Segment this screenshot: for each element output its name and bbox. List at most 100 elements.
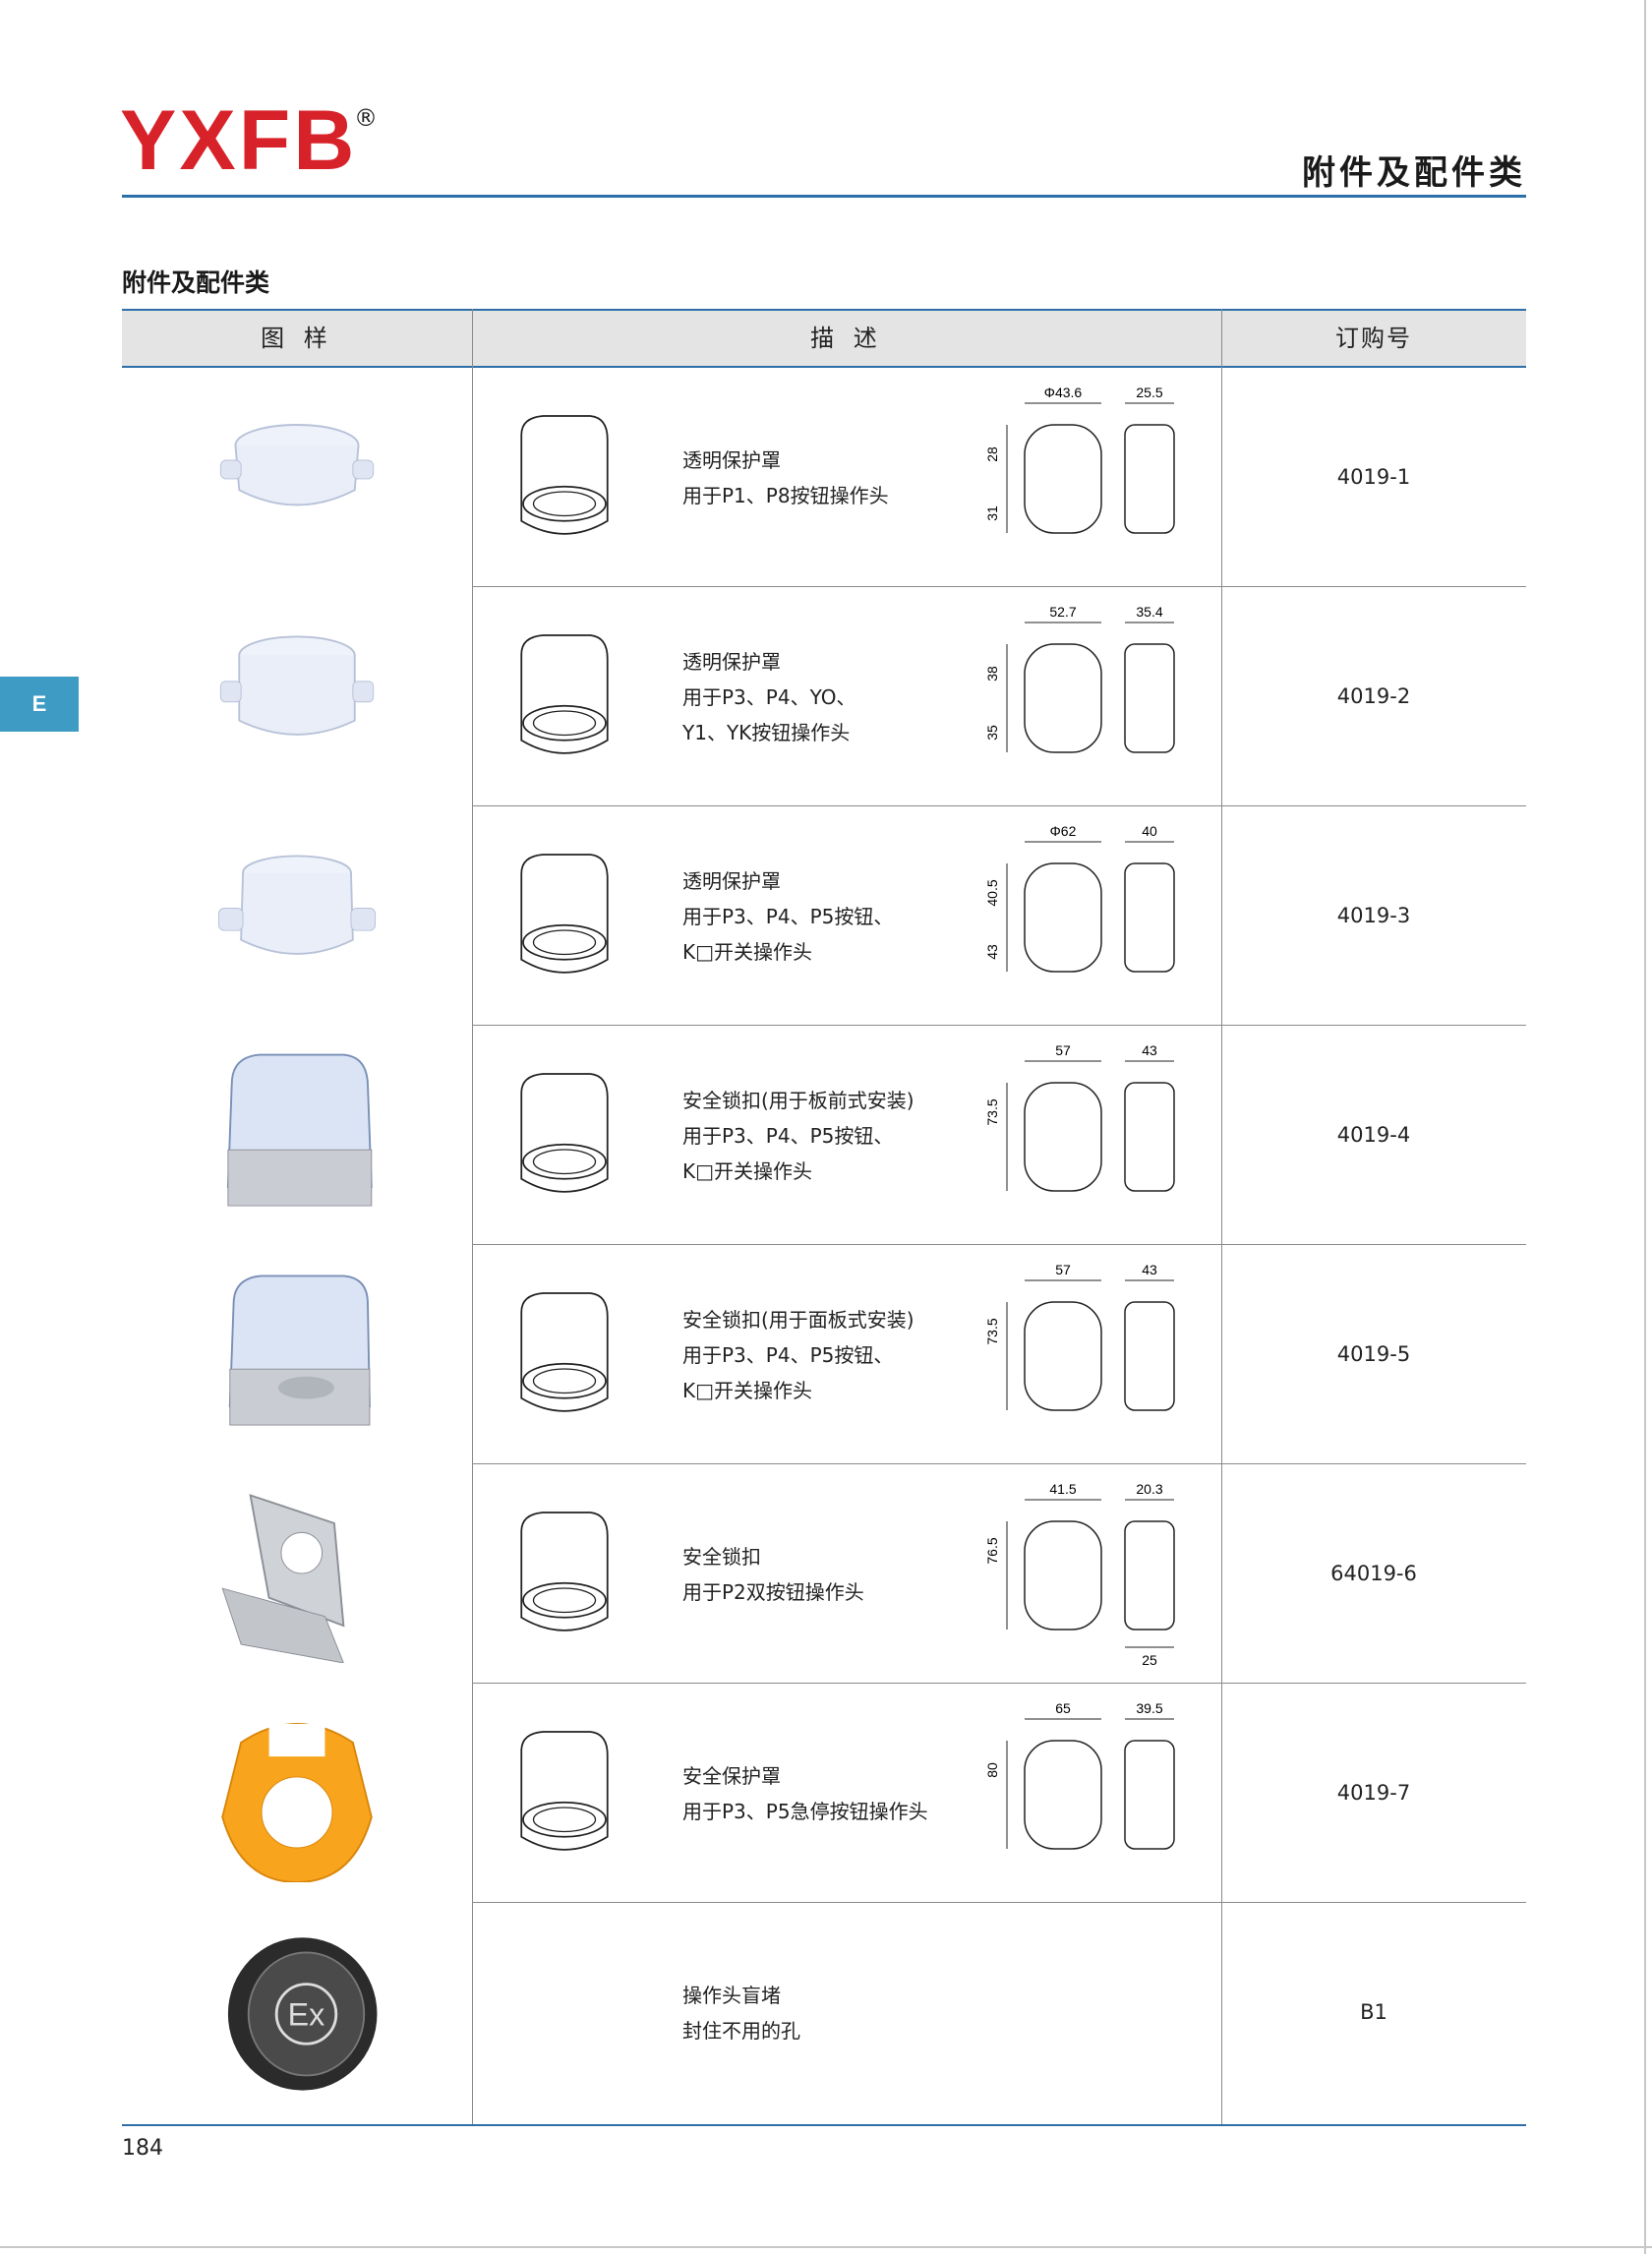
row-divider [472,586,1526,587]
product-description: 操作头盲堵封住不用的孔 [682,1903,968,2122]
dim-top-b: 39.5 [1136,1700,1162,1716]
dim-top-b: 40 [1142,823,1157,839]
page-number: 184 [122,2136,163,2161]
order-code: 4019-1 [1336,465,1411,489]
description-line: 用于P3、P5急停按钮操作头 [682,1799,928,1823]
product-sketch [496,1047,633,1224]
dim-top-a: 65 [1055,1700,1071,1716]
product-photo [208,828,385,1005]
product-sketch [496,389,633,566]
dim-top-b: 43 [1142,1042,1157,1058]
page-title: 附件及配件类 [1302,153,1526,193]
product-description: 安全锁扣(用于面板式安装)用于P3、P4、P5按钮、K□开关操作头 [682,1245,968,1464]
product-sketch [496,1705,633,1882]
product-description: 透明保护罩用于P3、P4、YO、 Y1、YK按钮操作头 [682,587,968,806]
description-line: 安全保护罩 [682,1763,781,1788]
page-edge-bottom [0,2246,1652,2248]
description-line: 安全锁扣(用于面板式安装) [682,1307,914,1332]
dimension-drawing: 57 43 73.5 [968,1253,1213,1456]
product-description: 透明保护罩用于P3、P4、P5按钮、K□开关操作头 [682,806,968,1026]
table-row: 安全锁扣(用于板前式安装) 用于P3、P4、P5按钮、 K□开关操作头 57 43 73.… [122,1026,1526,1245]
brand-logo: YXFB [120,93,358,188]
description-line: 安全锁扣 [682,1544,761,1569]
product-description: 安全锁扣用于P2双按钮操作头 [682,1464,968,1684]
product-description: 安全保护罩用于P3、P5急停按钮操作头 [682,1684,968,1903]
column-divider [472,309,473,2126]
order-code: 4019-4 [1336,1123,1411,1147]
order-code: 4019-3 [1336,904,1411,927]
description-line: 透明保护罩 [682,447,781,472]
row-divider [472,1463,1526,1464]
dimension-drawing: Φ43.6 25.5 28 31 [968,376,1213,579]
row-divider [472,1902,1526,1903]
table-bottom-divider [122,2124,1526,2126]
product-sketch [496,1486,633,1663]
table-row: 安全保护罩用于P3、P5急停按钮操作头 65 39.5 80 4019-7 [122,1684,1526,1903]
product-sketch [496,828,633,1005]
dim-bottom-b: 25 [1142,1652,1157,1668]
dim-top-a: 57 [1055,1042,1071,1058]
product-photo: Ex [208,1925,385,2102]
product-photo [208,1047,385,1224]
dim-top-b: 35.4 [1136,604,1162,620]
dim-top-b: 43 [1142,1262,1157,1277]
row-divider [472,1025,1526,1026]
dimension-drawing: 65 39.5 80 [968,1691,1213,1895]
order-code: 4019-7 [1336,1781,1411,1805]
dim-side-a: 38 [984,666,1000,682]
side-tab[interactable]: E [0,677,79,732]
description-line: Y1、YK按钮操作头 [682,720,851,744]
dim-side-a: 28 [984,446,1000,462]
dimension-drawing: 57 43 73.5 [968,1034,1213,1237]
column-header-order-code: 订购号 [1335,325,1412,352]
order-code: 4019-5 [1336,1342,1411,1366]
description-line: 用于P1、P8按钮操作头 [682,483,889,507]
description-line: K□开关操作头 [682,1158,813,1183]
description-line: 安全锁扣(用于板前式安装) [682,1088,914,1112]
description-line: 封住不用的孔 [682,2018,800,2043]
product-sketch [496,609,633,786]
dimension-drawing: 52.7 35.4 38 35 [968,595,1213,799]
description-line: 透明保护罩 [682,649,781,674]
dim-top-a: Φ43.6 [1044,385,1083,400]
dim-side-a: 73.5 [984,1318,1000,1344]
dim-top-b: 20.3 [1136,1481,1162,1497]
column-header-image: 图 样 [261,325,333,352]
product-photo [208,1486,385,1664]
dim-top-a: 57 [1055,1262,1071,1277]
dim-top-b: 25.5 [1136,385,1162,400]
photo-label: Ex [288,1996,325,2032]
product-description: 安全锁扣(用于板前式安装) 用于P3、P4、P5按钮、 K□开关操作头 [682,1026,968,1245]
dim-top-a: 52.7 [1049,604,1076,620]
product-photo [208,1705,385,1883]
dim-side-b: 35 [984,725,1000,741]
row-divider [472,1683,1526,1684]
product-photo [208,1267,385,1444]
product-description: 透明保护罩用于P1、P8按钮操作头 [682,368,968,587]
dim-side-a: 76.5 [984,1537,1000,1564]
dim-side-a: 80 [984,1762,1000,1778]
order-code: 4019-2 [1336,684,1411,708]
dim-side-b: 31 [984,505,1000,521]
description-line: 用于P2双按钮操作头 [682,1579,864,1604]
section-title: 附件及配件类 [122,268,270,297]
table-row: 透明保护罩用于P1、P8按钮操作头 Φ43.6 25.5 28 31 4019-1 [122,368,1526,587]
page-edge-right [1644,0,1646,2254]
product-photo [208,389,385,566]
description-line: 操作头盲堵 [682,1983,781,2007]
dim-side-a: 40.5 [984,879,1000,906]
table-row: 透明保护罩用于P3、P4、YO、 Y1、YK按钮操作头 52.7 35.4 38 35 40… [122,587,1526,806]
description-line: 用于P3、P4、P5按钮、 [682,1123,894,1148]
description-line: 用于P3、P4、YO、 [682,684,856,709]
row-divider [472,1244,1526,1245]
dim-side-a: 73.5 [984,1098,1000,1125]
table-header: 图 样 描 述 订购号 [122,309,1526,368]
column-header-description: 描 述 [810,325,883,352]
product-photo [208,609,385,786]
description-line: K□开关操作头 [682,1378,813,1402]
